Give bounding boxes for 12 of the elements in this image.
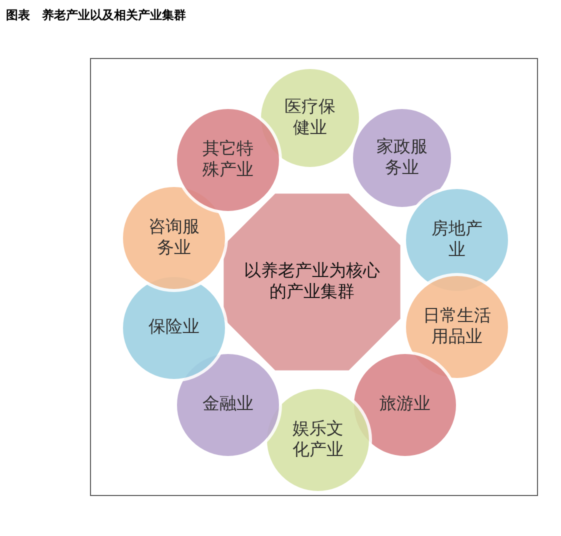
node-label: 娱乐文化产业 [292, 418, 344, 462]
node-label: 咨询服务业 [148, 216, 200, 260]
node-label: 以养老产业为核心的产业集群 [243, 260, 381, 304]
node-label: 家政服务业 [376, 136, 428, 180]
node-label: 旅游业 [378, 394, 432, 416]
node-label: 医疗保健业 [284, 96, 336, 140]
diagram-title: 图表 养老产业以及相关产业集群 [6, 7, 186, 24]
node-label: 日常生活用品业 [423, 306, 491, 348]
node-label: 保险业 [148, 317, 200, 339]
node-label: 金融业 [202, 394, 254, 416]
node-label: 房地产业 [430, 218, 484, 262]
node-label: 其它特殊产业 [202, 138, 254, 182]
